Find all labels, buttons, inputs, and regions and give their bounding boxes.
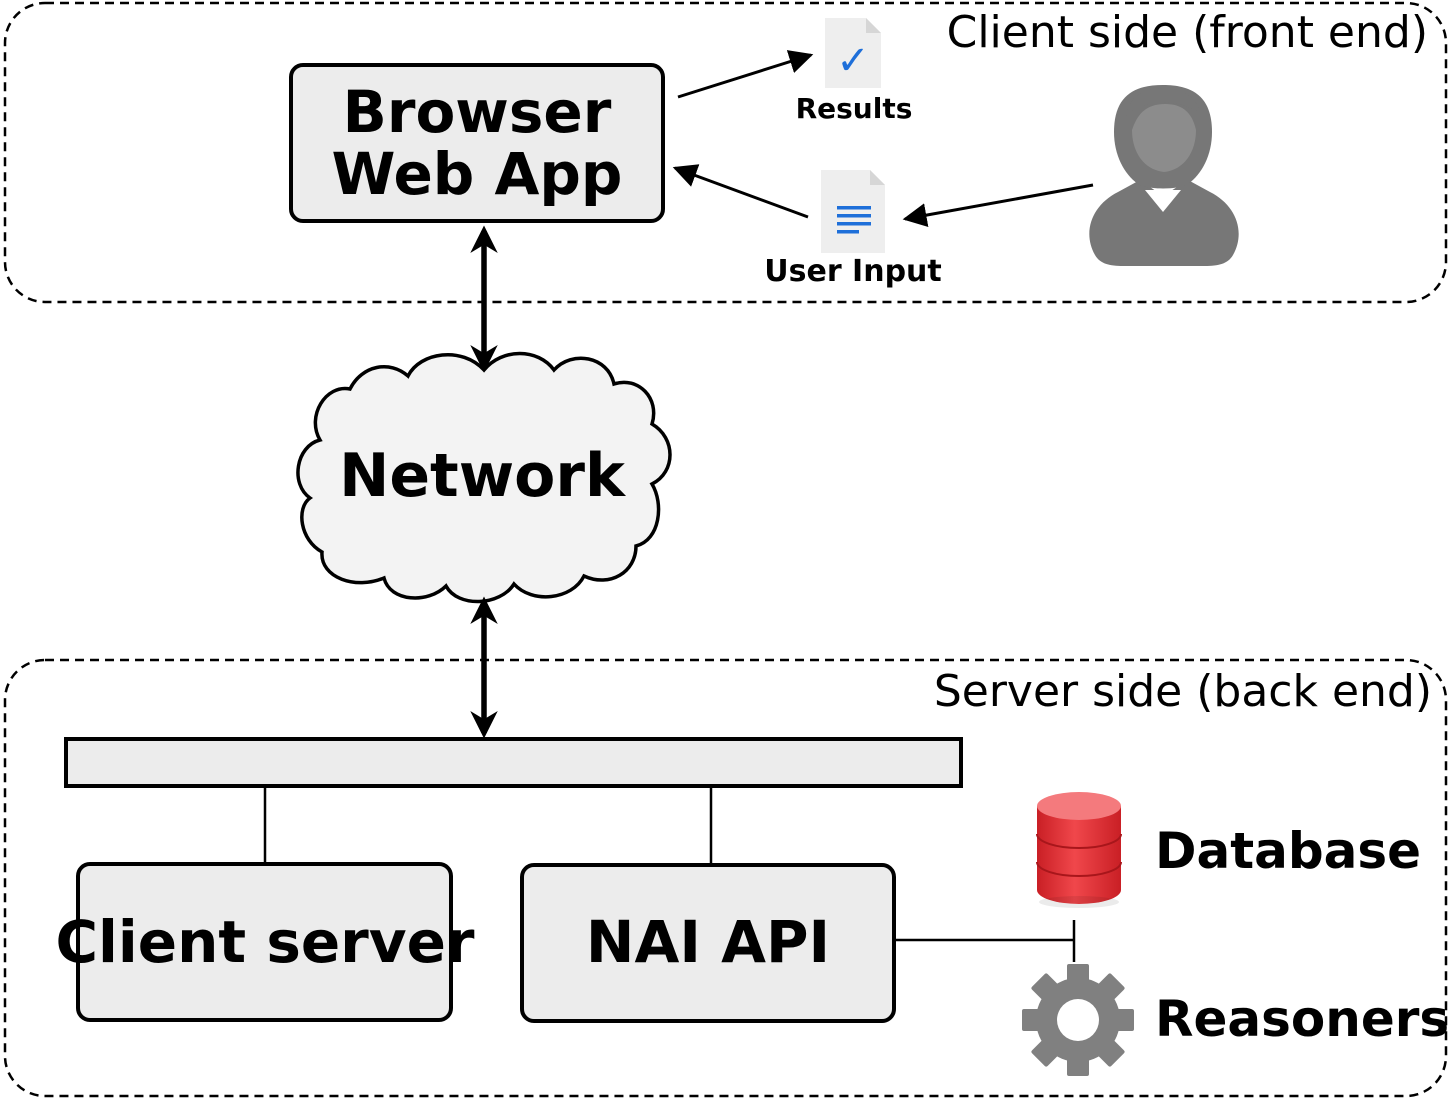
server-side-region [3,658,1448,1098]
web-app-label: Web App [332,140,623,208]
nai-api-label: NAI API [586,908,830,976]
input-to-browser-arrow [672,164,809,219]
server-bus [64,737,963,788]
results-label: Results [796,92,913,125]
network-cloud: Network [296,351,672,604]
document-check-icon: ✓ [825,18,881,88]
network-label: Network [339,441,627,511]
user-input-document: User Input [764,170,942,289]
user-silhouette-icon [1089,85,1239,266]
browser-label: Browser [343,78,612,146]
browser-web-app-node: Browser Web App [289,63,665,223]
browser-to-results-arrow [677,50,814,99]
user-to-input-arrow [902,183,1094,227]
client-server-node: Client server [55,862,475,1022]
server-side-label: Server side (back end) [934,666,1432,717]
svg-text:✓: ✓ [836,38,870,84]
database-icon [1036,792,1122,908]
user-input-label: User Input [764,254,942,289]
database-label: Database [1155,822,1421,880]
client-side-label: Client side (front end) [947,7,1428,58]
nai-api-node: NAI API [520,863,896,1023]
client-side-region [3,1,1448,304]
document-text-icon [821,170,885,253]
reasoners-label: Reasoners [1155,990,1449,1048]
gear-icon [1022,964,1134,1076]
results-document: ✓ Results [796,18,913,125]
client-server-label: Client server [55,908,474,976]
